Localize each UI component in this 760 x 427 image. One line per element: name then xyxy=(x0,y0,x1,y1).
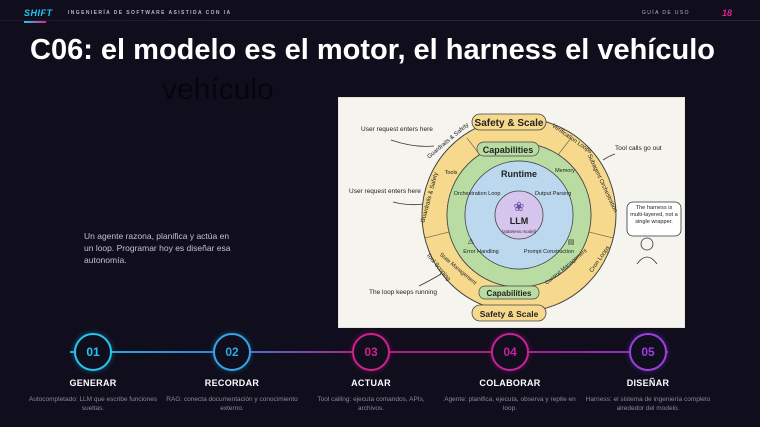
prompt-label: Prompt Construction xyxy=(524,249,574,255)
brand-underline xyxy=(24,21,46,23)
guide-label: GUÍA DE USO xyxy=(642,10,690,16)
speech-bubble-body: The harness is multi-layered, not a sing… xyxy=(630,205,678,225)
page-number: 18 xyxy=(722,8,733,18)
step-description: RAG: conecta documentación y conocimient… xyxy=(166,396,298,412)
outer-bottom-label-box xyxy=(471,304,547,322)
middle-bottom-label: Capabilities xyxy=(487,289,532,298)
core-subtitle: (stateless model) xyxy=(502,229,537,234)
step-description: Agente: planifica, ejecuta, observa y re… xyxy=(444,396,576,412)
header-subtitle: INGENIERÍA DE SOFTWARE ASISTIDA CON IA xyxy=(68,10,232,16)
step-description: Harness: el sistema de ingeniería comple… xyxy=(585,396,711,412)
speech-text: The harness is multi-layered, not a sing… xyxy=(630,205,678,225)
inner-ring-label: Runtime xyxy=(501,169,537,179)
step-label: ACTUAR xyxy=(351,378,391,388)
step-description: Autocompletado: LLM que escribe funcione… xyxy=(28,396,158,412)
outer-top-label-box xyxy=(471,113,547,131)
outer-bottom-label: Safety & Scale xyxy=(480,309,539,319)
output-label: Output Parsing xyxy=(535,191,572,197)
tool-calls-arrow xyxy=(602,153,616,161)
harness-diagram-svg: Safety & Scale Safety & Scale Capabiliti… xyxy=(349,113,682,322)
brain-icon: ❀ xyxy=(514,199,525,214)
orchestration-label: Orchestration Loop xyxy=(454,191,501,197)
tools-label: Tools xyxy=(445,170,458,176)
middle-bottom-label-box xyxy=(478,285,540,300)
step-label: RECORDAR xyxy=(204,378,260,388)
timeline-step-1: 01 GENERAR Autocompletado: LLM que escri… xyxy=(23,333,163,413)
step-description: Tool calling: ejecuta comandos, APIs, ar… xyxy=(317,396,425,412)
user-request-left-label: User request enters here xyxy=(349,188,421,195)
person-icon xyxy=(636,237,658,265)
description: Un agente razona, planifica y actúa en u… xyxy=(84,231,231,265)
middle-top-label-box xyxy=(476,141,540,157)
core-title: LLM xyxy=(510,216,529,226)
error-label: Error Handling xyxy=(463,249,498,255)
title-ghost-text: vehículo xyxy=(162,73,274,106)
warning-icon: ⚠ xyxy=(467,237,474,246)
step-number-circle: 01 xyxy=(74,333,112,371)
core-circle xyxy=(494,190,544,240)
tool-calls-label: Tool calls go out xyxy=(615,145,662,152)
middle-top-label: Capabilities xyxy=(483,145,534,155)
header-divider xyxy=(0,20,760,21)
speech-bubble xyxy=(626,201,682,237)
brand-logo: SHIFT xyxy=(24,8,53,18)
harness-diagram: Safety & Scale Safety & Scale Capabiliti… xyxy=(338,97,685,328)
step-number-circle: 05 xyxy=(629,333,667,371)
step-number-circle: 03 xyxy=(352,333,390,371)
step-number-circle: 02 xyxy=(213,333,251,371)
user-request-left-arrow xyxy=(392,201,424,206)
timeline-step-2: 02 RECORDAR RAG: conecta documentación y… xyxy=(162,333,302,413)
loop-label: The loop keeps running xyxy=(369,289,437,296)
timeline-step-5: 05 DISEÑAR Harness: el sistema de ingeni… xyxy=(578,333,718,413)
step-label: DISEÑAR xyxy=(626,378,670,388)
memory-label: Memory xyxy=(555,168,575,174)
step-label: COLABORAR xyxy=(479,378,541,388)
page-title: C06: el modelo es el motor, el harness e… xyxy=(30,34,715,66)
user-request-top-arrow xyxy=(390,139,435,147)
step-number-circle: 04 xyxy=(491,333,529,371)
timeline-step-4: 04 COLABORAR Agente: planifica, ejecuta,… xyxy=(440,333,580,413)
step-label: GENERAR xyxy=(69,378,117,388)
outer-top-label: Safety & Scale xyxy=(475,118,544,129)
timeline-step-3: 03 ACTUAR Tool calling: ejecuta comandos… xyxy=(301,333,441,413)
document-icon: ▤ xyxy=(568,239,575,246)
user-request-top-label: User request enters here xyxy=(361,126,433,133)
loop-arrow xyxy=(418,273,442,287)
